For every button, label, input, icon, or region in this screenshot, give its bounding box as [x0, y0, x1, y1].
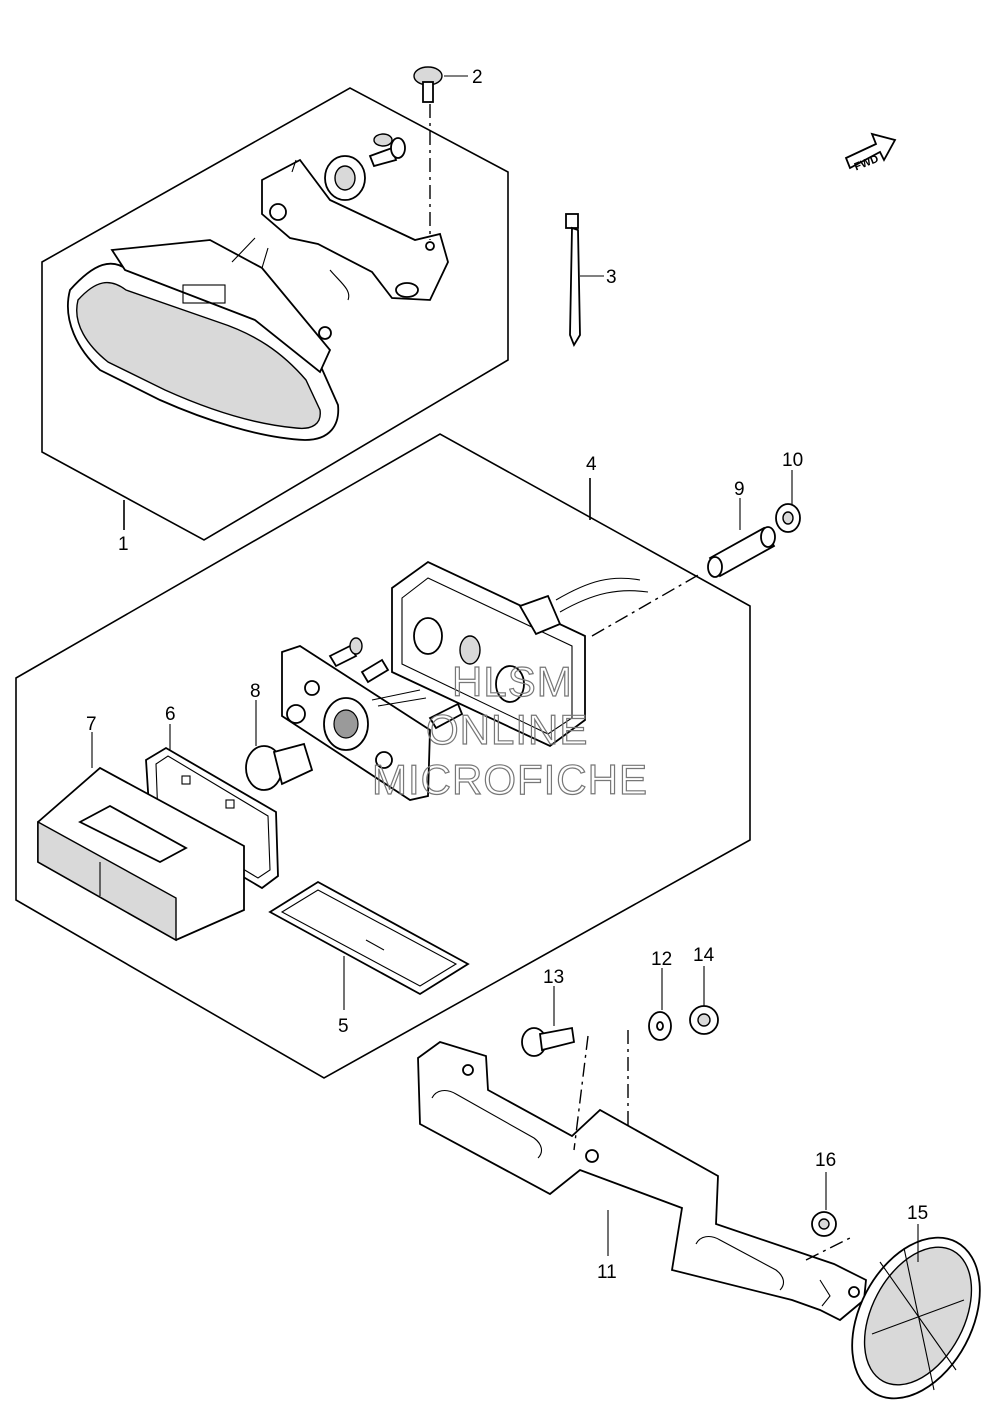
callout-12: 12	[651, 949, 672, 970]
callout-2: 2	[472, 67, 483, 88]
tail-light-lens	[67, 237, 340, 441]
nut-part-10	[775, 503, 801, 533]
license-bracket-part-11	[417, 1041, 867, 1322]
nut-part-14	[689, 1005, 719, 1035]
callout-6: 6	[165, 704, 176, 725]
callout-8: 8	[250, 681, 261, 702]
tail-light-bracket	[261, 155, 449, 301]
callout-1: 1	[118, 534, 129, 555]
watermark-line-3: MICROFICHE	[372, 756, 648, 803]
callout-9: 9	[734, 479, 745, 500]
callout-5: 5	[338, 1016, 349, 1037]
callout-3: 3	[606, 267, 617, 288]
callout-7: 7	[86, 714, 97, 735]
callout-13: 13	[543, 967, 564, 988]
plate-part-5	[268, 880, 470, 996]
callout-4: 4	[586, 454, 597, 475]
reflector-part-15	[851, 1236, 981, 1400]
lamp-housing	[391, 560, 649, 748]
callout-11: 11	[597, 1262, 617, 1283]
watermark-line-2: ONLINE	[426, 706, 588, 753]
bulb-part-8	[245, 742, 314, 791]
bolt-part-13	[521, 1026, 576, 1057]
bulb-socket-plate	[281, 645, 431, 801]
cable-tie-part-3	[565, 213, 581, 348]
callout-10: 10	[782, 450, 803, 471]
assembly-frame-1	[41, 87, 509, 541]
lens-part-7	[37, 766, 245, 942]
screw-part-2	[413, 66, 443, 240]
fwd-arrow-icon: FWD	[844, 132, 897, 173]
assembly-frame-4	[15, 433, 751, 1079]
socket-screws	[328, 637, 464, 730]
watermark-line-1: HLSM	[452, 658, 573, 705]
washer-part-12	[648, 1011, 672, 1041]
callout-16: 16	[815, 1150, 836, 1171]
grommet-bolt	[368, 133, 406, 168]
callout-15: 15	[907, 1203, 928, 1224]
nut-part-16	[811, 1211, 837, 1237]
spacer-part-9	[707, 526, 776, 578]
callout-14: 14	[693, 945, 715, 966]
